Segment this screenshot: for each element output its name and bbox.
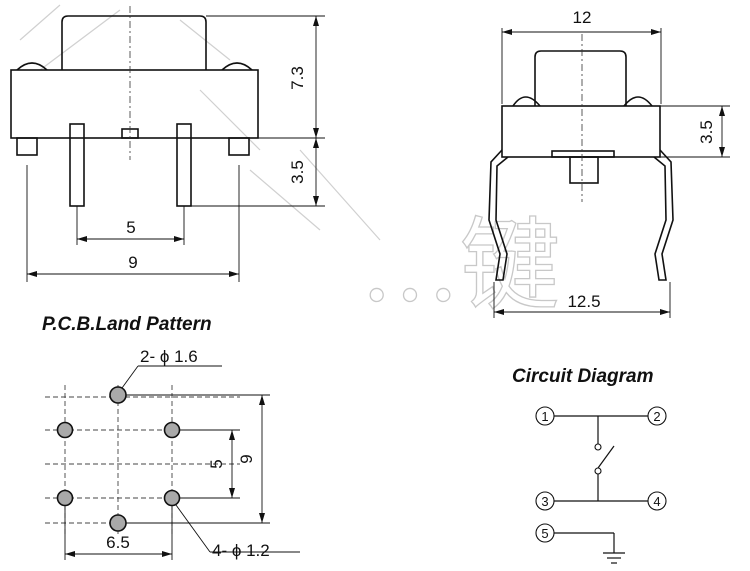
- pcb-leader-small-holes: [121, 365, 139, 389]
- watermark: …键: [19, 4, 561, 325]
- pcb-dim-horizontal: 6.5: [106, 533, 130, 552]
- side-dim-height-top: 7.3: [288, 66, 307, 90]
- circuit-pin-4-ring: [647, 491, 667, 511]
- pcb-hole-lower-right: [163, 489, 181, 507]
- circuit-pin-2-label: 2: [653, 409, 660, 424]
- front-dim-body-height: 3.5: [697, 120, 716, 144]
- front-dim-width-top: 12: [573, 8, 592, 27]
- circuit-pin-4-label: 4: [653, 494, 660, 509]
- front-view: 12 3.5 12.5: [488, 8, 730, 318]
- circuit-contact-bottom: [594, 467, 602, 475]
- pcb-land-pattern: P.C.B.Land Pattern 2- ϕ 1.6 4- ϕ 1.2 5: [42, 314, 300, 560]
- front-dim-leg-span: 12.5: [567, 292, 600, 311]
- circuit-diagram: Circuit Diagram 1 2 3 4: [512, 366, 667, 564]
- circuit-pin-2: 2: [647, 406, 667, 426]
- circuit-pin-3: 3: [535, 491, 555, 511]
- side-view: 7.3 3.5 5 9: [10, 6, 325, 282]
- circuit-pin-5-ring: [535, 523, 555, 543]
- front-center-stem: [569, 156, 599, 184]
- side-bump-right: [221, 62, 253, 71]
- watermark-glyph: …键: [360, 207, 560, 324]
- front-bump-left: [512, 96, 541, 107]
- front-leg-right: [653, 149, 674, 281]
- pcb-small-hole-callout: 2- ϕ 1.6: [140, 347, 198, 366]
- side-bump-left: [16, 62, 48, 71]
- side-dim-body-width: 9: [128, 253, 137, 272]
- pcb-dim-inner: 5: [207, 459, 226, 468]
- pcb-hole-lower-left: [56, 489, 74, 507]
- circuit-pin-1-ring: [535, 406, 555, 426]
- circuit-pin-4: 4: [647, 491, 667, 511]
- circuit-pin-3-label: 3: [541, 494, 548, 509]
- side-dim-height-pins: 3.5: [288, 160, 307, 184]
- circuit-pin-2-ring: [647, 406, 667, 426]
- front-base-lip: [551, 150, 615, 158]
- pcb-title: P.C.B.Land Pattern: [42, 314, 212, 335]
- pcb-hole-upper-right: [163, 421, 181, 439]
- circuit-title: Circuit Diagram: [512, 366, 654, 387]
- front-leg-left: [488, 149, 509, 281]
- circuit-pin-1-label: 1: [541, 409, 548, 424]
- circuit-pin-5: 5: [535, 523, 555, 543]
- pcb-large-hole-callout: 4- ϕ 1.2: [212, 541, 270, 560]
- front-body: [501, 105, 661, 158]
- side-plunger: [61, 15, 207, 70]
- pcb-leader-large-holes: [175, 504, 211, 553]
- side-foot-left: [16, 137, 38, 156]
- circuit-pin-5-label: 5: [541, 526, 548, 541]
- side-body: [10, 69, 259, 139]
- side-pin-left: [69, 123, 85, 207]
- pcb-hole-upper-left: [56, 421, 74, 439]
- circuit-contact-top: [594, 443, 602, 451]
- circuit-pin-1: 1: [535, 406, 555, 426]
- circuit-pin-3-ring: [535, 491, 555, 511]
- side-pin-right: [176, 123, 192, 207]
- side-foot-right: [228, 137, 250, 156]
- front-bump-right: [623, 96, 653, 107]
- front-plunger: [534, 50, 627, 106]
- pcb-dim-outer: 9: [237, 454, 256, 463]
- pcb-hole-top: [109, 386, 127, 404]
- pcb-hole-bottom: [109, 514, 127, 532]
- watermark-strokes: [19, 4, 381, 241]
- circuit-switch-blade: [597, 445, 615, 469]
- side-dim-pin-spacing: 5: [126, 218, 135, 237]
